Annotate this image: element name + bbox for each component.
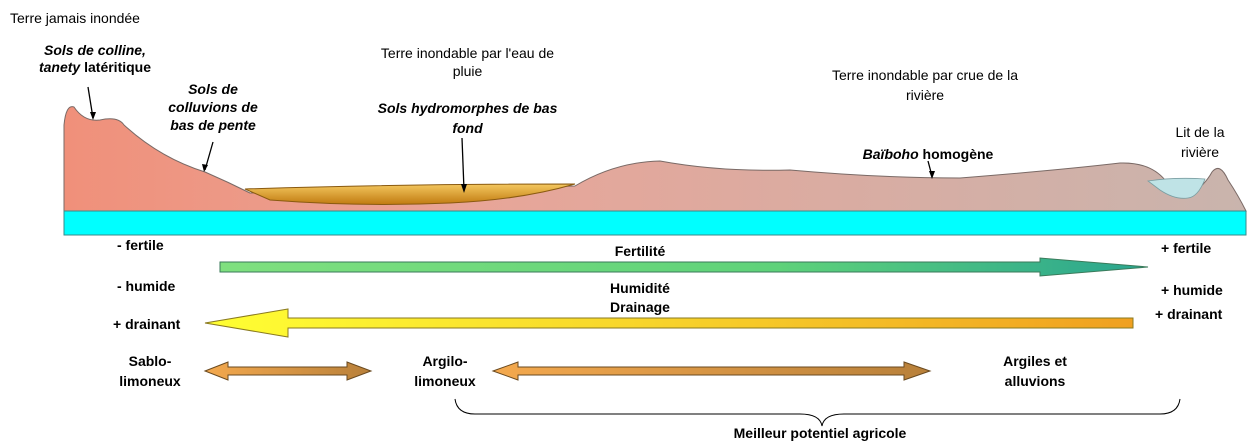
texture-arrow-argilo: [491, 361, 932, 381]
pointer-colline-head: [90, 112, 96, 120]
fertility-label: Fertilité: [614, 243, 666, 259]
never-flooded-label: Terre jamais inondée: [10, 10, 140, 26]
hydromorphes-label: Sols hydromorphes de bas fond: [377, 100, 558, 136]
pointer-hydromorphes: [461, 137, 465, 191]
water-table-band: [63, 210, 1247, 236]
best-potential-label: Meilleur potentiel agricole: [733, 425, 907, 441]
hydromorphic-soil-lens: [244, 183, 576, 205]
colluvions-label: Sols de colluvions de bas de pente: [168, 81, 258, 133]
pointer-colluvions-head: [202, 164, 208, 172]
baiboho-label: Baïboho homogène: [862, 146, 994, 162]
pointer-hydromorphes-head: [461, 184, 467, 193]
drainage-label: Drainage: [610, 299, 670, 315]
pointer-baiboho-head: [929, 171, 935, 179]
draining-right-label: + drainant: [1155, 306, 1223, 322]
colline-label: Sols de colline, tanety latéritique: [38, 42, 152, 75]
texture-arrow-sablo: [203, 361, 373, 381]
river-water: [1146, 177, 1206, 199]
argiles-alluvions-label: Argiles et alluvions: [1003, 353, 1067, 389]
less-humid-label: - humide: [117, 278, 176, 294]
drainage-arrow: [204, 308, 1134, 338]
humidity-label: Humidité: [610, 280, 670, 296]
draining-left-label: + drainant: [113, 316, 181, 332]
argilo-limoneux-label: Argilo- limoneux: [414, 353, 476, 389]
sablo-limoneux-label: Sablo- limoneux: [119, 353, 181, 389]
best-potential-brace: [454, 398, 1181, 427]
riverbed-label: Lit de la rivière: [1175, 124, 1225, 160]
less-fertile-label: - fertile: [117, 237, 164, 253]
more-humid-label: + humide: [1161, 282, 1223, 298]
more-fertile-label: + fertile: [1161, 240, 1212, 256]
fertility-arrow: [219, 257, 1149, 277]
river-flood-label: Terre inondable par crue de la rivière: [831, 67, 1018, 103]
rain-flood-label: Terre inondable par l'eau de pluie: [380, 45, 555, 79]
